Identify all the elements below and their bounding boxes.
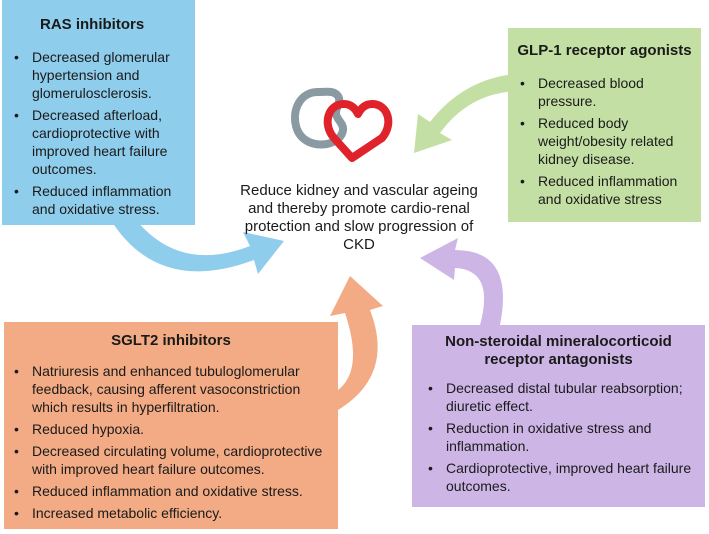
list-item: Reduced inflammation and oxidative stres… [8,482,330,500]
list-item: Decreased blood pressure. [514,74,697,110]
mra-arrow [420,238,503,325]
sglt2-inhibitors-box: SGLT2 inhibitors Natriuresis and enhance… [4,322,338,529]
list-item: Decreased circulating volume, cardioprot… [8,442,330,478]
ras-list: Decreased glomerular hypertension and gl… [2,34,195,218]
list-item: Decreased afterload, cardioprotective wi… [8,106,189,178]
list-item: Reduction in oxidative stress and inflam… [422,419,697,455]
mra-title: Non-steroidal mineralocorticoid receptor… [445,333,672,368]
glp1-agonists-box: GLP-1 receptor agonists Decreased blood … [508,28,701,222]
list-item: Reduced body weight/obesity related kidn… [514,114,697,168]
list-item: Reduced inflammation and oxidative stres… [8,182,189,218]
ras-inhibitors-box: RAS inhibitors Decreased glomerular hype… [2,0,195,225]
sglt-title: SGLT2 inhibitors [111,332,231,349]
list-item: Decreased glomerular hypertension and gl… [8,48,189,102]
center-outcome-text: Reduce kidney and vascular ageing and th… [240,182,478,253]
sglt-arrow [330,276,383,410]
list-item: Increased metabolic efficiency. [8,504,330,522]
mra-list: Decreased distal tubular reabsorption; d… [412,369,705,495]
glp-list: Decreased blood pressure. Reduced body w… [508,60,701,208]
list-item: Decreased distal tubular reabsorption; d… [422,379,697,415]
glp-title: GLP-1 receptor agonists [517,42,692,59]
ras-title: RAS inhibitors [40,16,145,33]
list-item: Reduced inflammation and oxidative stres… [514,172,697,208]
list-item: Natriuresis and enhanced tubuloglomerula… [8,362,330,416]
ras-arrow [112,212,284,274]
mra-box: Non-steroidal mineralocorticoid receptor… [412,325,705,507]
list-item: Reduced hypoxia. [8,420,330,438]
list-item: Cardioprotective, improved heart failure… [422,459,697,495]
sglt-list: Natriuresis and enhanced tubuloglomerula… [4,350,338,522]
